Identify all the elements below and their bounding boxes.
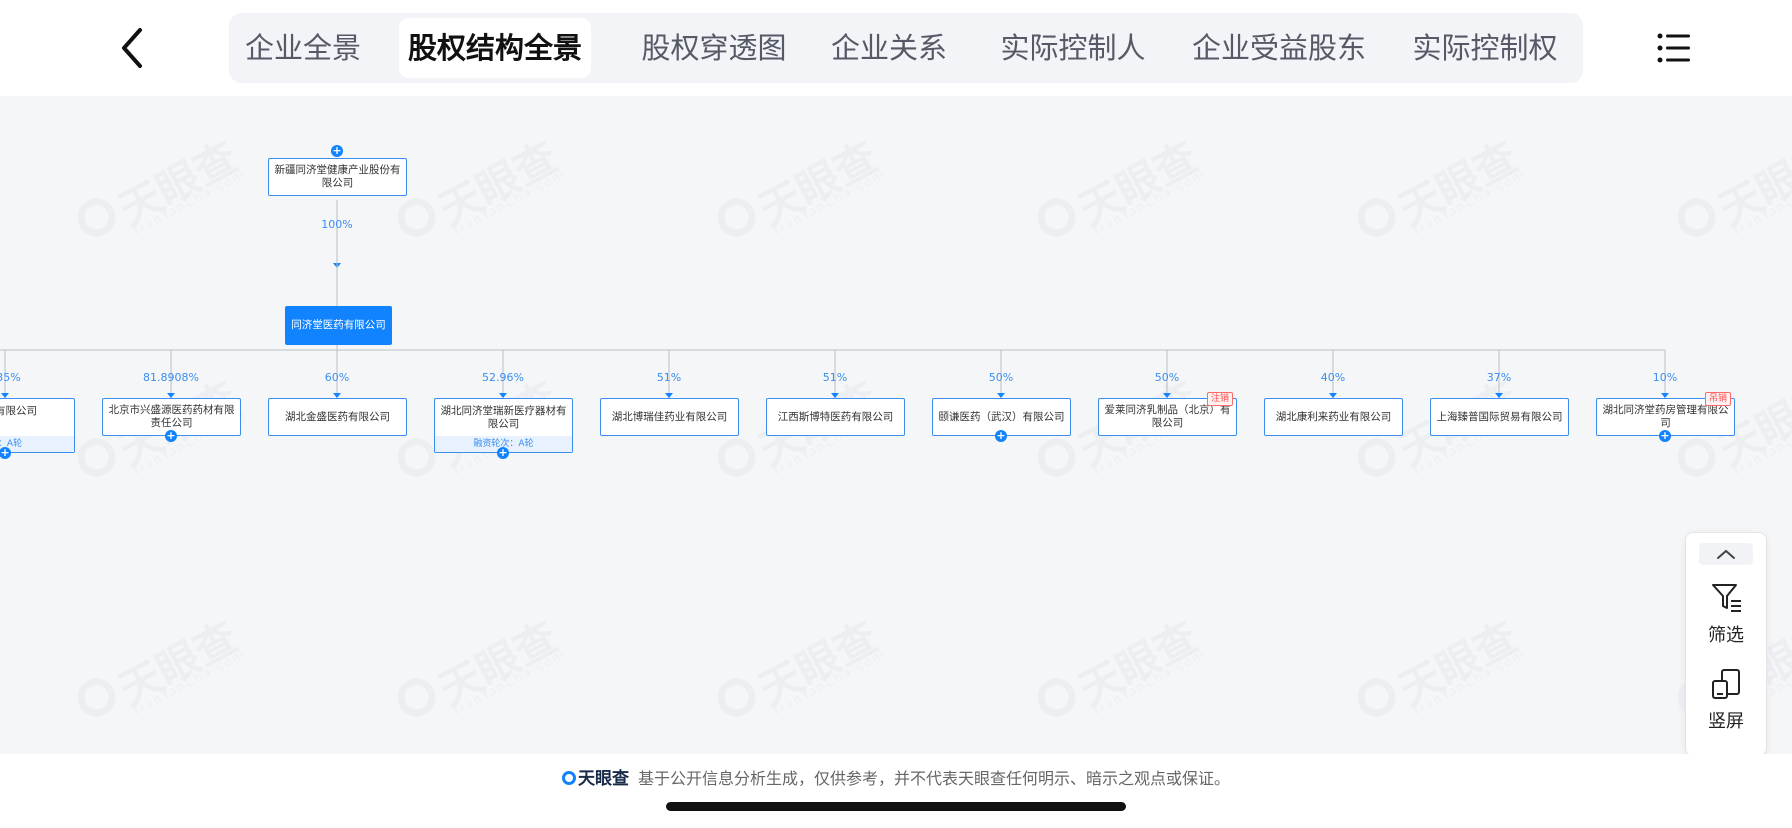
parent-company-node[interactable]: 新疆同济堂健康产业股份有限公司 (268, 158, 407, 196)
child-company-node[interactable]: 上海臻普国际贸易有限公司 (1430, 398, 1569, 436)
footer-logo-text: 天眼查 (578, 769, 629, 789)
parent-percent-label: 100% (321, 218, 353, 231)
arrow-to-child (1329, 393, 1337, 398)
child-company-name: 颐谦医药（武汉）有限公司 (938, 410, 1065, 423)
tab-bar: 企业全景 股权结构全景 股权穿透图 企业关系 实际控制人 企业受益股东 实际控制… (229, 13, 1583, 83)
connector-lines (0, 200, 1669, 398)
child-company-node[interactable]: 湖北康利来药业有限公司 (1264, 398, 1403, 436)
child-company-name: 湖北同济堂药房管理有限公司 (1602, 404, 1729, 429)
funding-round-label: 次：A轮 (0, 436, 74, 452)
child-percent-label: 035% (0, 371, 21, 384)
arrow-to-child (831, 393, 839, 398)
expand-child-button[interactable]: + (995, 429, 1007, 442)
list-menu-icon (1657, 33, 1690, 63)
child-percent-label: 52.96% (482, 371, 524, 384)
child-percent-label: 51% (822, 371, 848, 384)
tab-enterprise-relations[interactable]: 企业关系 (830, 31, 947, 65)
child-company-name: 湖北金盛医药有限公司 (285, 410, 390, 423)
main-company-node[interactable]: 同济堂医药有限公司 (285, 306, 392, 345)
child-company-node[interactable]: 湖北同济堂药房管理有限公司吊销 (1596, 392, 1735, 436)
child-percent-label: 40% (1320, 371, 1346, 384)
tianyancha-logo-icon (562, 771, 576, 785)
tab-actual-controller[interactable]: 实际控制人 (1000, 31, 1146, 65)
footer: 天眼查 基于公开信息分析生成，仅供参考，并不代表天眼查任何明示、暗示之观点或保证… (0, 754, 1792, 828)
side-tool-panel: 筛选 竖屏 (1685, 532, 1767, 754)
arrow-to-child (167, 393, 175, 398)
arrow-to-child (1495, 393, 1503, 398)
child-percent-label: 60% (324, 371, 350, 384)
status-badge: 吊销 (1704, 392, 1731, 406)
back-button[interactable] (112, 22, 156, 74)
expand-child-button[interactable]: + (497, 446, 509, 459)
child-percent-label: 50% (988, 371, 1014, 384)
tab-actual-control-right[interactable]: 实际控制权 (1412, 31, 1558, 65)
child-company-name: 江西斯博特医药有限公司 (777, 410, 894, 423)
expand-parent-button[interactable]: + (331, 144, 343, 157)
child-company-name: 湖北同济堂瑞新医疗器材有限公司 (440, 405, 567, 430)
tab-equity-structure[interactable]: 股权结构全景 (399, 18, 591, 78)
child-company-name: 爱莱同济乳制品（北京）有限公司 (1104, 404, 1231, 429)
expand-child-button[interactable]: + (165, 429, 177, 442)
child-company-name: 上海臻普国际贸易有限公司 (1436, 410, 1563, 423)
child-company-node[interactable]: 江西斯博特医药有限公司 (766, 398, 905, 436)
child-percent-label: 51% (656, 371, 682, 384)
arrow-to-child (1, 393, 9, 398)
child-company-name: 湖北康利来药业有限公司 (1275, 410, 1392, 423)
home-indicator (666, 802, 1126, 811)
parent-company-name: 新疆同济堂健康产业股份有限公司 (274, 164, 401, 189)
child-percent-label: 37% (1486, 371, 1512, 384)
portrait-mode-button[interactable]: 竖屏 (1686, 663, 1766, 733)
filter-label: 筛选 (1708, 625, 1744, 646)
child-percent-label: 10% (1652, 371, 1678, 384)
child-company-name: 湖北博瑞佳药业有限公司 (611, 410, 728, 423)
status-badge: 注销 (1206, 392, 1233, 406)
footer-disclaimer: 基于公开信息分析生成，仅供参考，并不代表天眼查任何明示、暗示之观点或保证。 (638, 769, 1231, 788)
top-nav-bar: 企业全景 股权结构全景 股权穿透图 企业关系 实际控制人 企业受益股东 实际控制… (0, 0, 1792, 96)
menu-button[interactable] (1654, 28, 1694, 68)
child-company-node[interactable]: 北京市兴盛源医药药材有限责任公司 (102, 398, 241, 436)
expand-child-button[interactable]: + (0, 446, 11, 459)
child-company-node[interactable]: 湖北同济堂瑞新医疗器材有限公司融资轮次：A轮 (434, 398, 573, 453)
arrow-to-child (1661, 393, 1669, 398)
arrow-to-child (997, 393, 1005, 398)
collapse-up-button[interactable] (1699, 543, 1753, 565)
tab-beneficial-shareholders[interactable]: 企业受益股东 (1191, 31, 1366, 65)
tab-equity-penetration[interactable]: 股权穿透图 (641, 31, 787, 65)
rotate-portrait-icon (1712, 669, 1740, 699)
portrait-label: 竖屏 (1708, 711, 1744, 732)
arrow-to-child (499, 393, 507, 398)
arrow-to-child (333, 393, 341, 398)
filter-icon (1712, 584, 1741, 612)
filter-button[interactable]: 筛选 (1686, 577, 1766, 647)
chevron-left-icon (122, 28, 142, 68)
arrow-to-child (665, 393, 673, 398)
child-company-node[interactable]: 颐谦医药（武汉）有限公司 (932, 398, 1071, 436)
child-company-node[interactable]: 湖北博瑞佳药业有限公司 (600, 398, 739, 436)
chevron-up-icon (1717, 549, 1735, 559)
child-company-name: 医药有限公司 (0, 405, 37, 417)
main-company-name: 同济堂医药有限公司 (291, 319, 386, 331)
arrow-to-child (1163, 393, 1171, 398)
funding-round-label: 融资轮次：A轮 (435, 436, 572, 452)
child-percent-label: 50% (1154, 371, 1180, 384)
child-company-node[interactable]: 医药有限公司次：A轮 (0, 398, 75, 453)
expand-child-button[interactable]: + (1659, 429, 1671, 442)
child-company-node[interactable]: 爱莱同济乳制品（北京）有限公司注销 (1098, 392, 1237, 436)
footer-logo: 天眼查 (562, 764, 629, 789)
tab-enterprise-overview[interactable]: 企业全景 (244, 31, 361, 65)
child-company-node[interactable]: 湖北金盛医药有限公司 (268, 398, 407, 436)
child-percent-label: 81.8908% (143, 371, 199, 384)
child-company-name: 北京市兴盛源医药药材有限责任公司 (108, 404, 235, 429)
